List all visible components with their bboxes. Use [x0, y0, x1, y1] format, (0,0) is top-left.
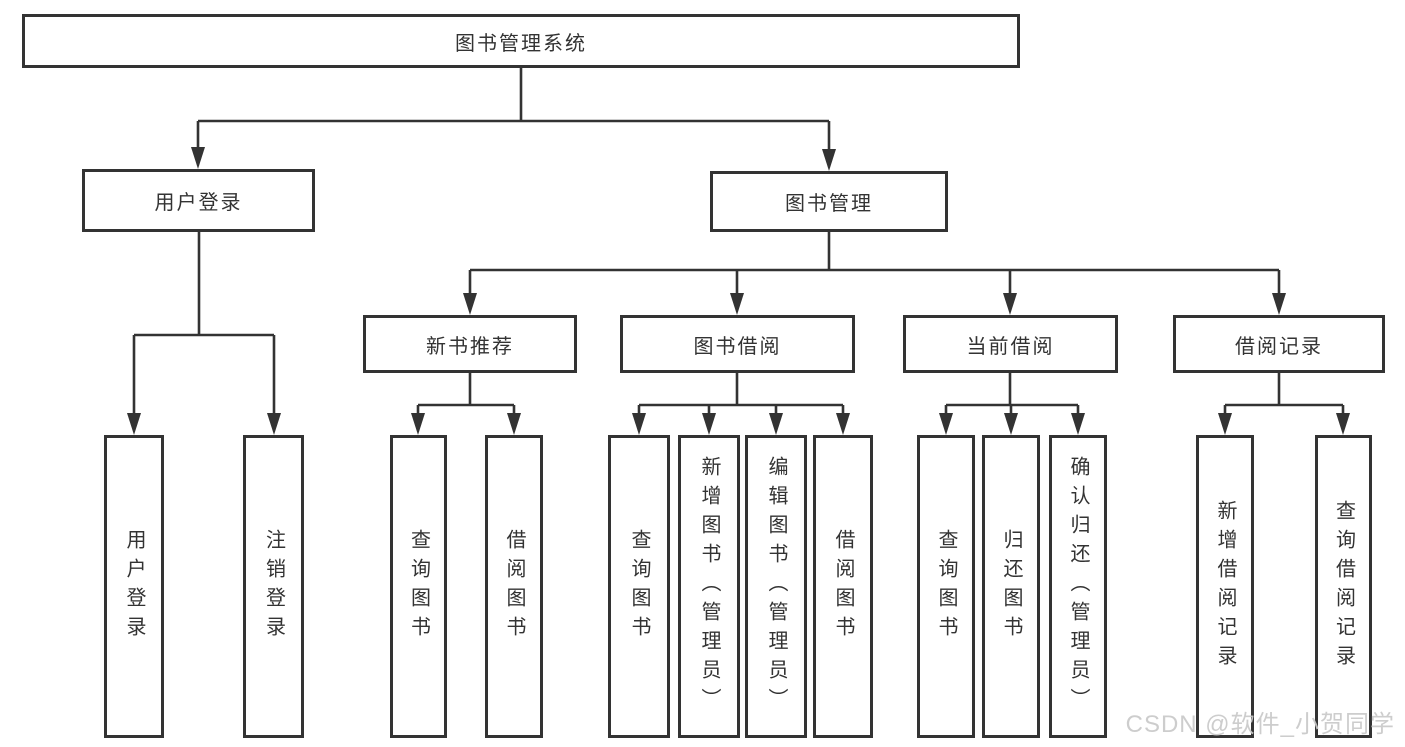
leaf-br-add-record: 新增借阅记录 — [1196, 435, 1254, 738]
connector-borrowrecords-to-leaves — [1218, 373, 1350, 435]
connector-newbookrec-to-leaves — [411, 373, 521, 435]
leaf-cb-return-books: 归还图书 — [982, 435, 1040, 738]
node-borrow-records: 借阅记录 — [1173, 315, 1385, 373]
leaf-nbr-query-books: 查询图书 — [390, 435, 447, 738]
connector-bookmgmt-to-level3 — [463, 232, 1286, 315]
node-new-book-recommend: 新书推荐 — [363, 315, 577, 373]
leaf-cb-query-books: 查询图书 — [917, 435, 975, 738]
leaf-nbr-borrow-books: 借阅图书 — [485, 435, 543, 738]
node-book-borrow: 图书借阅 — [620, 315, 855, 373]
leaf-bb-add-books-admin: 新增图书（管理员） — [678, 435, 740, 738]
leaf-bb-edit-books-admin: 编辑图书（管理员） — [745, 435, 807, 738]
node-book-management: 图书管理 — [710, 171, 948, 232]
node-user-login: 用户登录 — [82, 169, 315, 232]
connector-root-to-level2 — [191, 68, 836, 171]
leaf-br-query-record: 查询借阅记录 — [1315, 435, 1372, 738]
csdn-watermark: CSDN @软件_小贺同学 — [1125, 711, 1395, 738]
connector-userlogin-to-leaves — [127, 232, 281, 435]
connector-currentborrow-to-leaves — [939, 373, 1085, 435]
node-root: 图书管理系统 — [22, 14, 1020, 68]
leaf-logout: 注销登录 — [243, 435, 304, 738]
leaf-bb-borrow-books: 借阅图书 — [813, 435, 873, 738]
leaf-bb-query-books: 查询图书 — [608, 435, 670, 738]
connector-bookborrow-to-leaves — [632, 373, 850, 435]
leaf-cb-confirm-return-admin: 确认归还（管理员） — [1049, 435, 1107, 738]
leaf-user-login: 用户登录 — [104, 435, 164, 738]
node-current-borrow: 当前借阅 — [903, 315, 1118, 373]
